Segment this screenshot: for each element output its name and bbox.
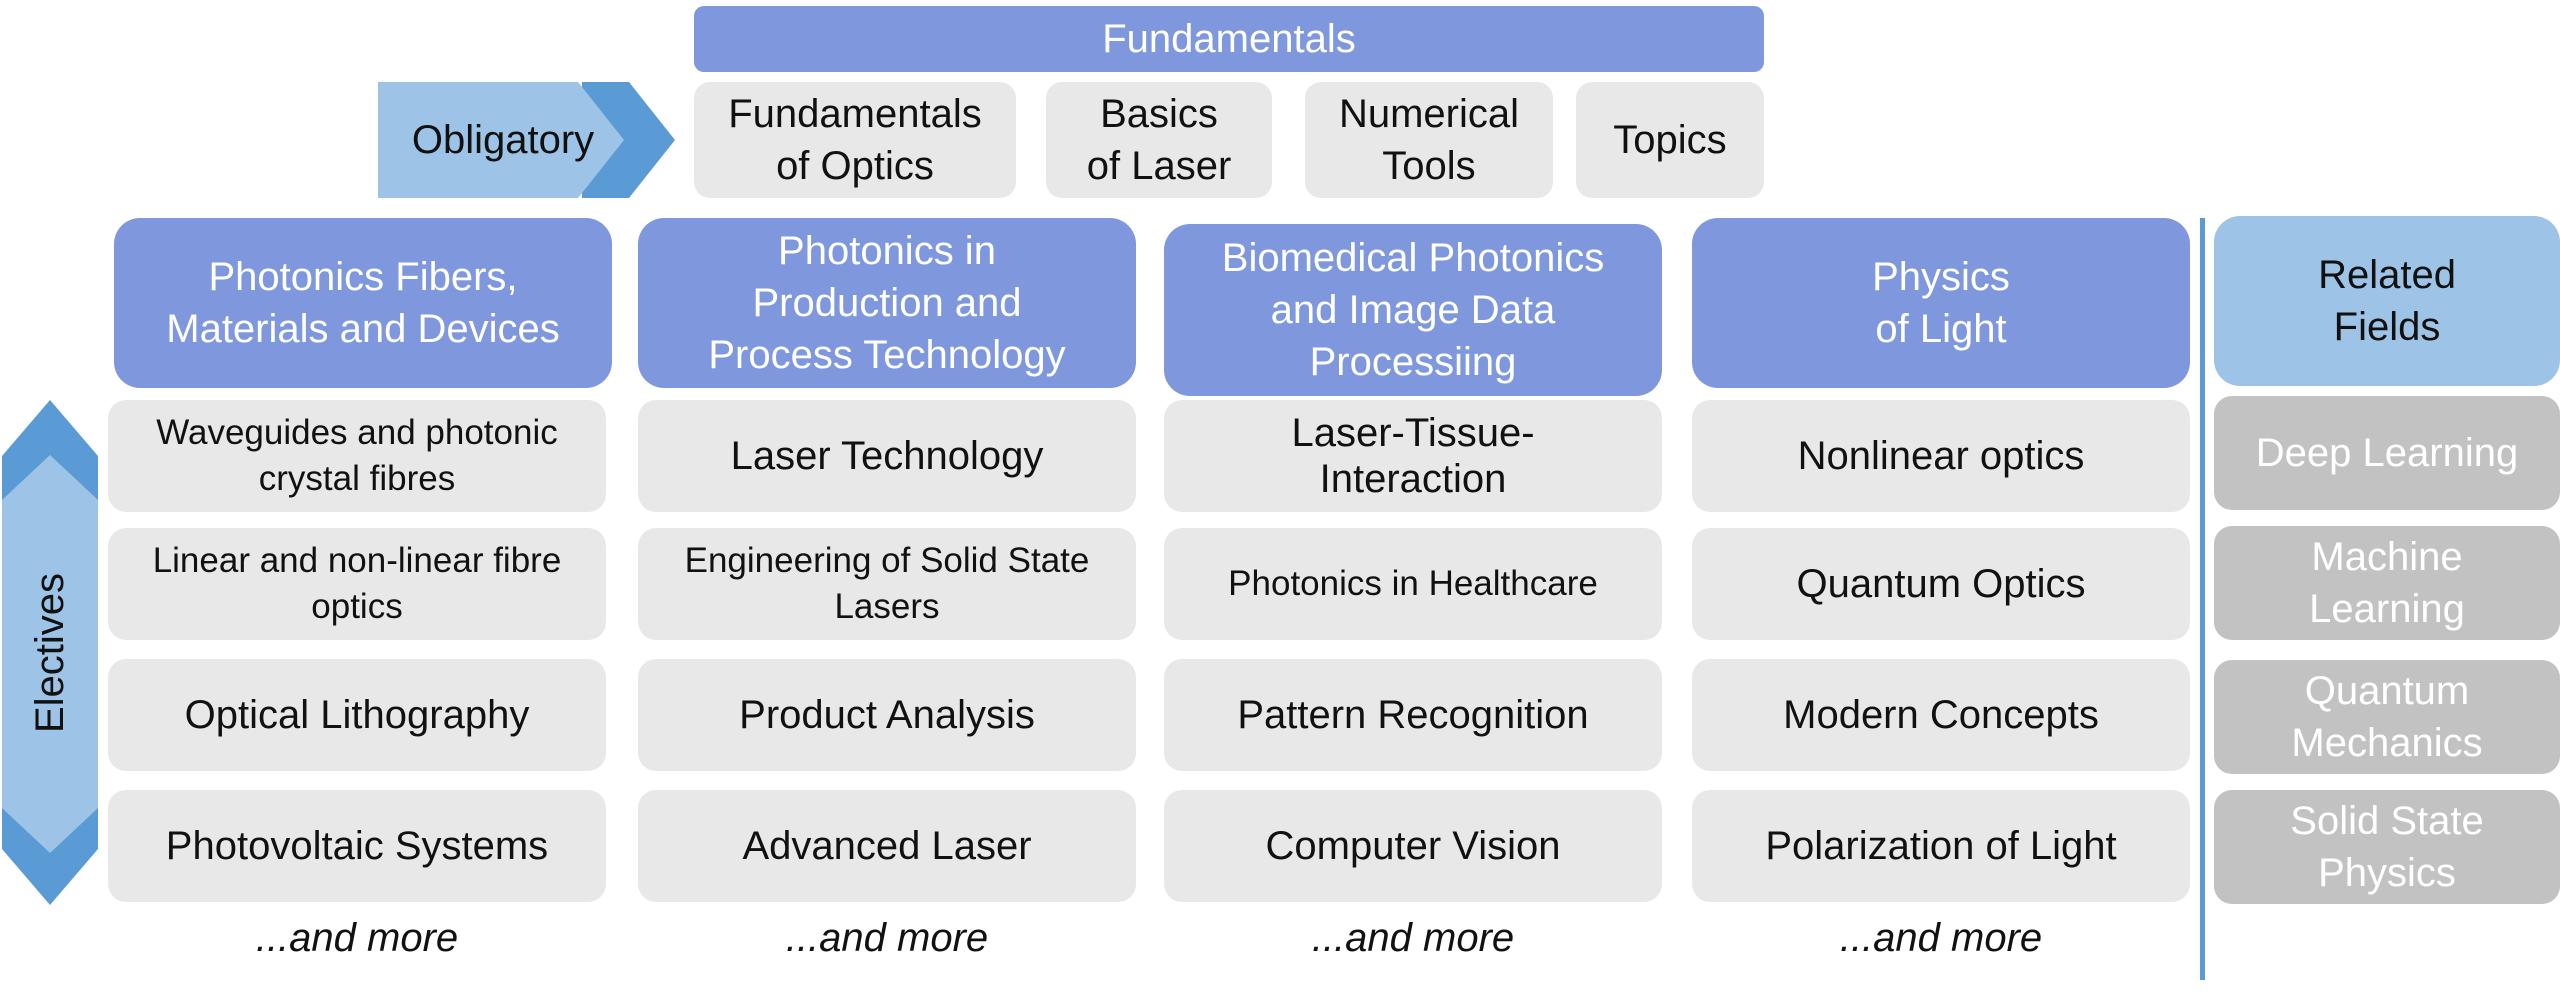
course-advanced-laser: Advanced Laser (638, 790, 1136, 902)
related-field-machine-learning: Machine Learning (2214, 526, 2560, 640)
related-field-quantum-mechanics: Quantum Mechanics (2214, 660, 2560, 774)
course-photovoltaic: Photovoltaic Systems (108, 790, 606, 902)
obligatory-course-optics: Fundamentals of Optics (694, 82, 1016, 198)
course-fibre-optics: Linear and non-linear fibre optics (108, 528, 606, 640)
course-laser-technology: Laser Technology (638, 400, 1136, 512)
column-header-biomedical: Biomedical Photonics and Image Data Proc… (1164, 224, 1662, 396)
obligatory-arrow-front (378, 82, 624, 198)
course-quantum-optics: Quantum Optics (1692, 528, 2190, 640)
column-header-production: Photonics in Production and Process Tech… (638, 218, 1136, 388)
course-pattern-recognition: Pattern Recognition (1164, 659, 1662, 771)
fundamentals-header: Fundamentals (694, 6, 1764, 72)
obligatory-course-topics: Topics (1576, 82, 1764, 198)
course-computer-vision: Computer Vision (1164, 790, 1662, 902)
electives-arrow-front (2, 455, 98, 853)
column-header-fibers: Photonics Fibers, Materials and Devices (114, 218, 612, 388)
obligatory-label: Obligatory (411, 117, 595, 162)
course-polarization: Polarization of Light (1692, 790, 2190, 902)
obligatory-course-numerical: Numerical Tools (1305, 82, 1553, 198)
obligatory-course-laser: Basics of Laser (1046, 82, 1272, 198)
and-more-biomedical: ...and more (1311, 916, 1515, 960)
course-modern-concepts: Modern Concepts (1692, 659, 2190, 771)
course-product-analysis: Product Analysis (638, 659, 1136, 771)
course-lithography: Optical Lithography (108, 659, 606, 771)
related-field-solid-state: Solid State Physics (2214, 790, 2560, 904)
electives-arrow (2, 400, 98, 905)
electives-label: Electives (27, 572, 72, 734)
course-healthcare: Photonics in Healthcare (1164, 528, 1662, 640)
course-nonlinear-optics: Nonlinear optics (1692, 400, 2190, 512)
obligatory-arrow (378, 82, 675, 198)
and-more-fibers: ...and more (255, 916, 459, 960)
column-header-physics: Physics of Light (1692, 218, 2190, 388)
obligatory-arrow-back (582, 82, 675, 198)
course-laser-tissue: Laser-Tissue- Interaction (1164, 400, 1662, 512)
related-field-deep-learning: Deep Learning (2214, 396, 2560, 510)
related-fields-header: Related Fields (2214, 216, 2560, 386)
course-waveguides: Waveguides and photonic crystal fibres (108, 400, 606, 512)
and-more-physics: ...and more (1839, 916, 2043, 960)
related-fields-divider (2200, 218, 2205, 980)
and-more-production: ...and more (785, 916, 989, 960)
course-solid-state-lasers: Engineering of Solid State Lasers (638, 528, 1136, 640)
